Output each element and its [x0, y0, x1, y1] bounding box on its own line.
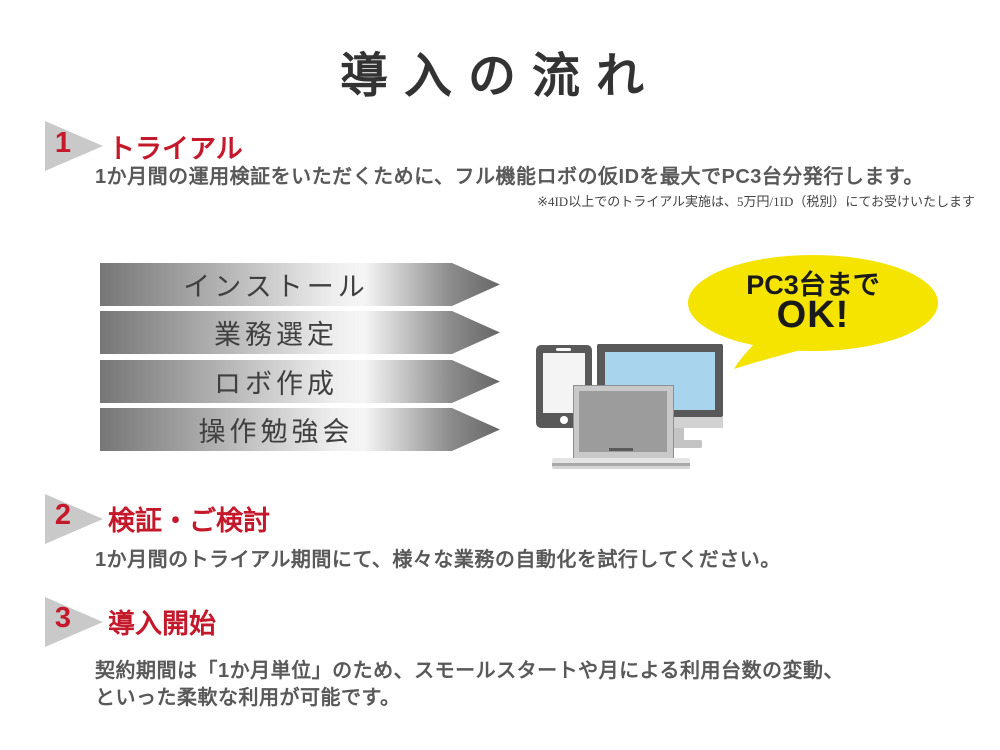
- step-1-price-note: ※4ID以上でのトライアル実施は、5万円/1ID（税別）にてお受けいたします: [537, 194, 975, 209]
- step-3-heading: 導入開始: [108, 609, 216, 639]
- flow-banner-training-session-label: 操作勉強会: [198, 417, 354, 447]
- step-1-number: 1: [54, 127, 72, 159]
- step-2-heading: 検証・ご検討: [108, 506, 270, 536]
- flow-banner-install: インストール: [100, 263, 500, 306]
- bubble-text-ok: OK!: [776, 294, 850, 336]
- step-2-description: 1か月間のトライアル期間にて、様々な業務の自動化を試行してください。: [95, 549, 781, 571]
- step-3-description-line-2: といった柔軟な利用が可能です。: [95, 687, 401, 709]
- flow-banner-install-label: インストール: [183, 272, 369, 302]
- step-1-heading: トライアル: [108, 134, 243, 164]
- laptop-logo-bar: [609, 448, 633, 451]
- step-3-number: 3: [54, 602, 72, 634]
- step-2-number: 2: [54, 499, 72, 531]
- flow-banner-training-session: 操作勉強会: [100, 408, 500, 451]
- flow-banner-task-selection: 業務選定: [100, 311, 500, 354]
- step-3-description-line-1: 契約期間は「1か月単位」のため、スモールスタートや月による利用台数の変動、: [95, 660, 845, 682]
- tablet-home-button-icon: [560, 416, 568, 424]
- laptop-screen: [579, 391, 667, 452]
- speech-bubble-icon: [688, 255, 938, 369]
- monitor-stand-base: [658, 440, 702, 448]
- flow-banner-robot-creation-label: ロボ作成: [214, 369, 338, 399]
- step-1-description: 1か月間の運用検証をいただくために、フル機能ロボの仮IDを最大でPC3台分発行し…: [95, 166, 924, 188]
- flow-banner-robot-creation: ロボ作成: [100, 360, 500, 403]
- page-title: 導入の流れ: [339, 50, 660, 103]
- tablet-speaker-icon: [556, 347, 571, 351]
- bubble-text-pc3: PC3台まで: [746, 270, 880, 300]
- laptop-keyboard-base: [552, 458, 690, 469]
- flow-banner-task-selection-label: 業務選定: [214, 320, 338, 350]
